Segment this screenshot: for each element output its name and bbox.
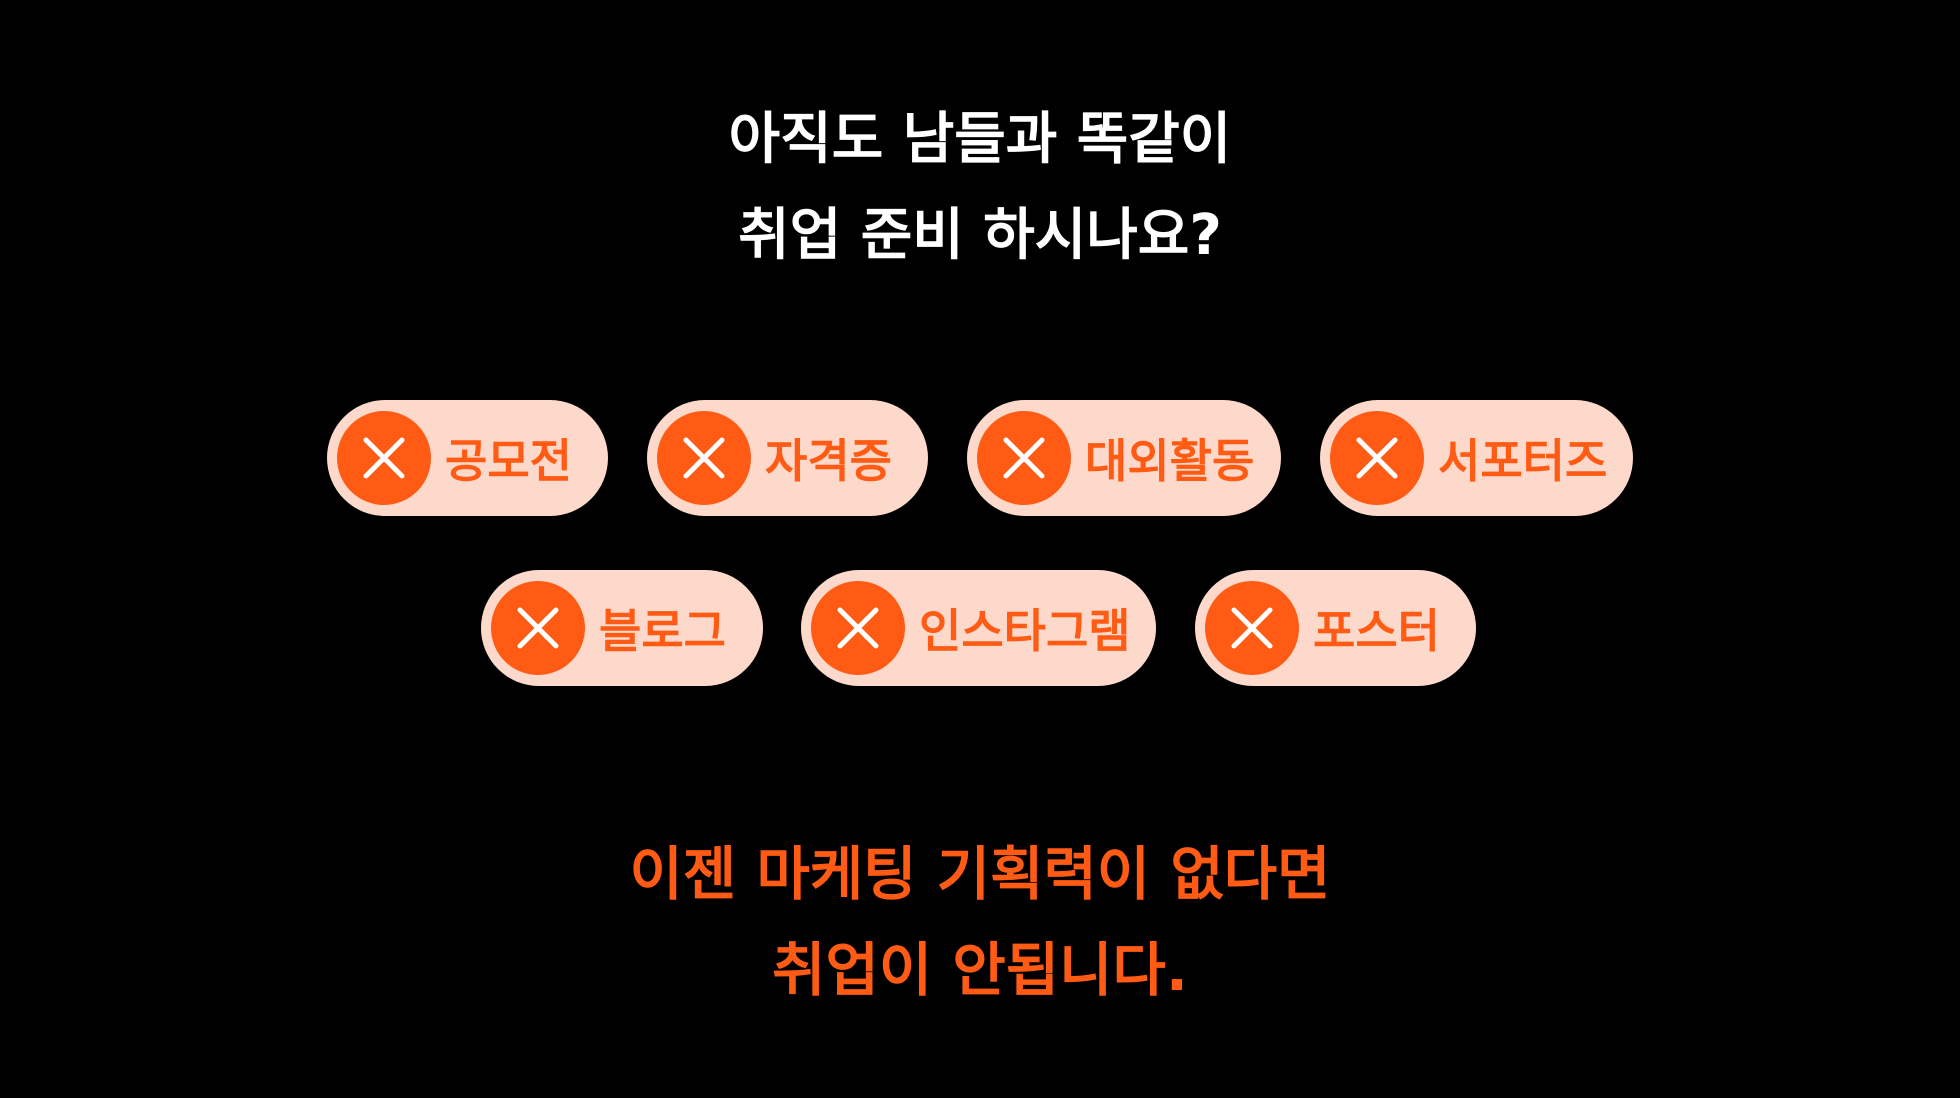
tag-label: 서포터즈 — [1438, 434, 1608, 488]
close-icon — [491, 581, 585, 675]
tag-row-2: 블로그 인스타그램 포스터 — [0, 570, 1960, 686]
headline: 아직도 남들과 똑같이 취업 준비 하시나요? — [0, 92, 1960, 284]
tag-label: 대외활동 — [1085, 434, 1255, 488]
subline: 이젠 마케팅 기획력이 없다면 취업이 안됩니다. — [0, 826, 1960, 1018]
tag-label: 공모전 — [445, 434, 572, 488]
close-icon — [811, 581, 905, 675]
tag-blog[interactable]: 블로그 — [481, 570, 763, 686]
close-icon — [977, 411, 1071, 505]
close-icon — [1330, 411, 1424, 505]
tag-instagram[interactable]: 인스타그램 — [801, 570, 1156, 686]
tag-contest[interactable]: 공모전 — [327, 400, 608, 516]
close-icon — [1205, 581, 1299, 675]
tag-label: 인스타그램 — [919, 604, 1131, 658]
tag-row-1: 공모전 자격증 대외활동 서포터즈 — [0, 400, 1960, 516]
tag-certificate[interactable]: 자격증 — [647, 400, 928, 516]
subline-line-1: 이젠 마케팅 기획력이 없다면 — [629, 840, 1331, 908]
headline-line-1: 아직도 남들과 똑같이 — [728, 107, 1232, 172]
tag-external-activities[interactable]: 대외활동 — [967, 400, 1281, 516]
close-icon — [337, 411, 431, 505]
tag-label: 블로그 — [599, 604, 726, 658]
tag-label: 포스터 — [1313, 604, 1440, 658]
tag-poster[interactable]: 포스터 — [1195, 570, 1476, 686]
headline-line-2: 취업 준비 하시나요? — [738, 203, 1222, 268]
tag-label: 자격증 — [765, 434, 892, 488]
subline-line-2: 취업이 안됩니다. — [772, 936, 1188, 1004]
close-icon — [657, 411, 751, 505]
tag-supporters[interactable]: 서포터즈 — [1320, 400, 1633, 516]
